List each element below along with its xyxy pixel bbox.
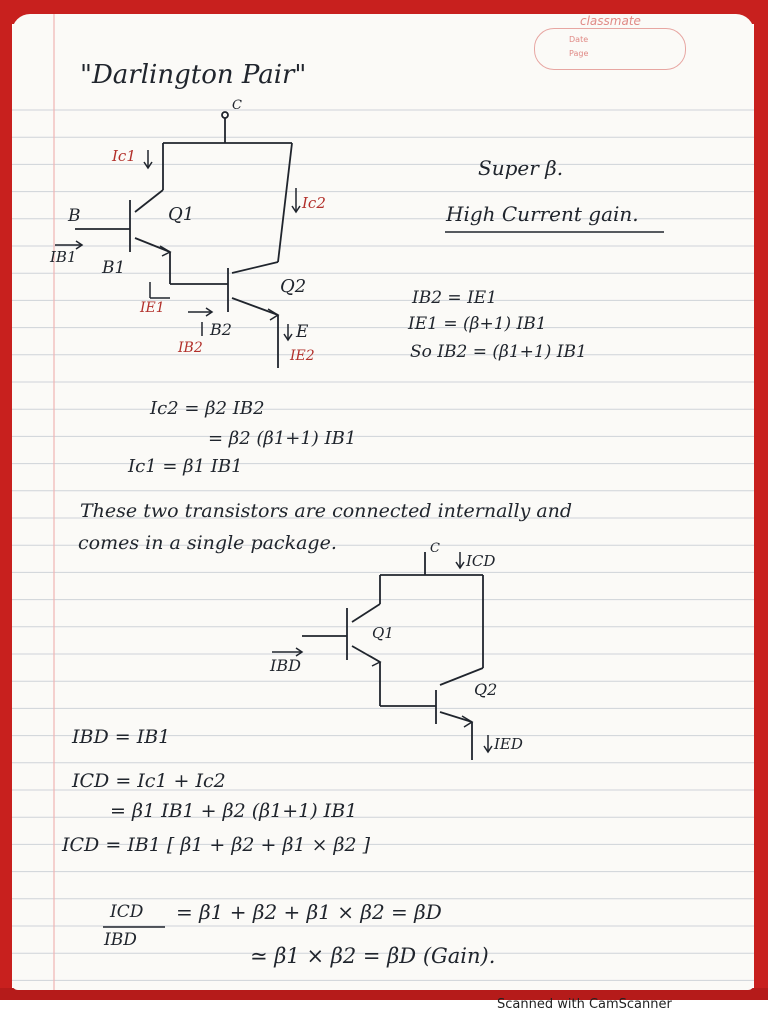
ic1-label: Ic1 <box>112 147 136 165</box>
eq-bottom-3: = β1 IB1 + β2 (β1+1) IB1 <box>110 800 358 822</box>
eq-right-2: IE1 = (β+1) IB1 <box>408 314 547 334</box>
q1-label: Q1 <box>168 204 195 225</box>
super-beta-note: Super β. <box>478 156 564 180</box>
b2-label: B2 <box>210 320 232 339</box>
fraction-denominator: IBD <box>104 930 137 950</box>
q2-label: Q2 <box>280 276 307 297</box>
c2-q1-label: Q1 <box>372 624 394 642</box>
eq-mid-2: = β2 (β1+1) IB1 <box>208 428 357 449</box>
eq-right-3: So IB2 = (β1+1) IB1 <box>410 342 587 362</box>
base-label: B <box>68 206 81 226</box>
red-cover-left <box>0 0 12 1000</box>
sentence-line-1: These two transistors are connected inte… <box>80 500 573 522</box>
page-title: "Darlington Pair" <box>80 60 307 90</box>
eq-bottom-2: ICD = Ic1 + Ic2 <box>72 770 226 792</box>
eq-bottom-1: IBD = IB1 <box>72 726 171 748</box>
collector-label: C <box>232 98 242 113</box>
icd-label: ICD <box>466 552 496 570</box>
ie1-label: IE1 <box>140 300 165 316</box>
date-label: Date <box>569 35 589 44</box>
red-cover-bottom <box>0 988 768 1000</box>
ie2-label: IE2 <box>290 348 315 364</box>
ic2-label: Ic2 <box>302 194 326 212</box>
date-page-box: Date Page <box>534 28 686 70</box>
brand-logo: classmate <box>580 14 641 28</box>
gain-approximation: ≃ β1 × β2 = βD (Gain). <box>250 944 496 968</box>
high-gain-note: High Current gain. <box>446 202 639 226</box>
eq-mid-1: Ic2 = β2 IB2 <box>150 398 265 419</box>
red-cover-right <box>754 0 768 1000</box>
c2-collector-label: C <box>430 541 440 556</box>
scanner-watermark: Scanned with CamScanner <box>497 997 672 1012</box>
fraction-rhs: = β1 + β2 + β1 × β2 = βD <box>176 900 442 924</box>
page-label: Page <box>569 49 589 58</box>
ibd-label: IBD <box>270 656 301 675</box>
b1-label: B1 <box>102 258 126 278</box>
ruled-lines <box>12 14 754 990</box>
eq-right-1: IB2 = IE1 <box>412 288 498 308</box>
fraction-numerator: ICD <box>110 902 144 922</box>
notebook-page: classmate Date Page <box>12 14 754 990</box>
eq-mid-3: Ic1 = β1 IB1 <box>128 456 243 477</box>
emitter-label: E <box>296 322 309 342</box>
c2-q2-label: Q2 <box>474 680 498 699</box>
ib1-label: IB1 <box>50 248 77 266</box>
ib2-label: IB2 <box>178 340 203 356</box>
sentence-line-2: comes in a single package. <box>78 532 337 554</box>
ied-label: IED <box>494 735 523 753</box>
eq-bottom-4: ICD = IB1 [ β1 + β2 + β1 × β2 ] <box>62 834 371 856</box>
